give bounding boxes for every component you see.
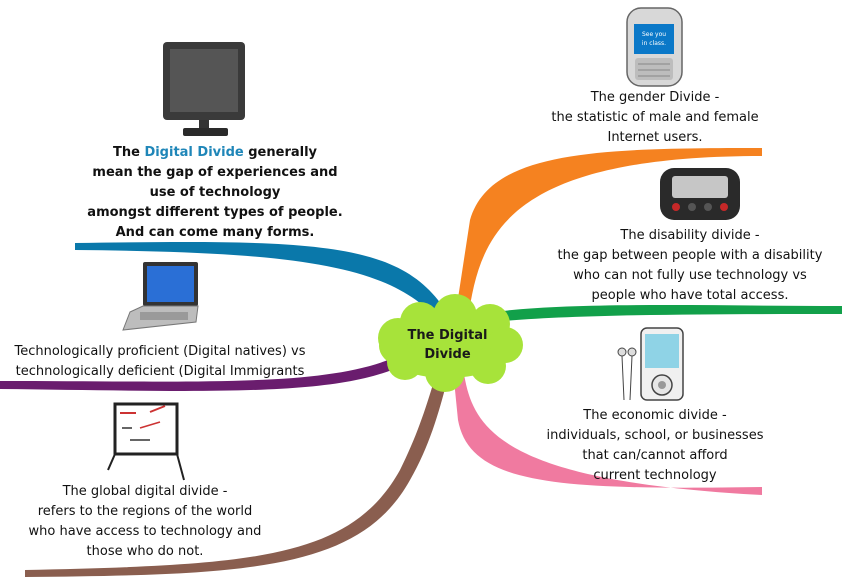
branch-disability bbox=[462, 305, 842, 326]
disability-line3: who can not fully use technology vs bbox=[573, 268, 807, 283]
branch-natives bbox=[0, 355, 405, 391]
central-topic: The Digital Divide bbox=[380, 318, 515, 378]
disability-block: The disability divide - the gap between … bbox=[545, 226, 835, 306]
global-line1: The global digital divide - bbox=[62, 484, 228, 499]
global-line4: those who do not. bbox=[86, 544, 204, 559]
laptop-icon bbox=[122, 262, 199, 331]
center-line2: Divide bbox=[424, 347, 471, 362]
economic-line4: current technology bbox=[593, 468, 717, 483]
definition-highlight: Digital Divide bbox=[144, 145, 244, 160]
center-line1: The Digital bbox=[407, 328, 488, 343]
disability-line2: the gap between people with a disability bbox=[557, 248, 823, 263]
branch-definition bbox=[75, 242, 454, 325]
gender-block: The gender Divide - the statistic of mal… bbox=[520, 88, 790, 148]
natives-block: Technologically proficient (Digital nati… bbox=[0, 342, 320, 382]
monitor-icon bbox=[163, 42, 245, 136]
global-line3: who have access to technology and bbox=[28, 524, 262, 539]
definition-suffix: generally bbox=[243, 145, 318, 160]
mp3-player-icon bbox=[617, 327, 684, 401]
mobile-phone-icon bbox=[626, 7, 683, 87]
whiteboard-icon bbox=[107, 402, 185, 481]
economic-block: The economic divide - individuals, schoo… bbox=[520, 406, 790, 486]
pager-icon bbox=[660, 168, 740, 220]
natives-line2: technologically deficient (Digital Immig… bbox=[15, 364, 305, 379]
economic-line2: individuals, school, or businesses bbox=[546, 428, 764, 443]
definition-line5: And can come many forms. bbox=[115, 225, 315, 240]
gender-line2: the statistic of male and female bbox=[551, 110, 759, 125]
disability-line1: The disability divide - bbox=[620, 228, 760, 243]
global-block: The global digital divide - refers to th… bbox=[0, 482, 290, 562]
definition-line3: use of technology bbox=[149, 185, 281, 200]
definition-line4: amongst different types of people. bbox=[87, 205, 343, 220]
phone-screen-line2: in class. bbox=[642, 40, 666, 47]
definition-prefix: The bbox=[112, 145, 145, 160]
natives-line1: Technologically proficient (Digital nati… bbox=[14, 344, 306, 359]
gender-line3: Internet users. bbox=[607, 130, 703, 145]
definition-block: The Digital Divide generally mean the ga… bbox=[70, 143, 360, 243]
gender-line1: The gender Divide - bbox=[590, 90, 720, 105]
economic-line1: The economic divide - bbox=[583, 408, 727, 423]
branch-gender bbox=[455, 148, 762, 318]
global-line2: refers to the regions of the world bbox=[37, 504, 253, 519]
economic-line3: that can/cannot afford bbox=[582, 448, 728, 463]
center-cloud bbox=[378, 294, 523, 392]
branch-economic bbox=[452, 360, 762, 495]
phone-screen-line1: See you bbox=[642, 31, 666, 38]
disability-line4: people who have total access. bbox=[591, 288, 789, 303]
definition-line1: The Digital Divide generally bbox=[70, 143, 360, 163]
definition-line2: mean the gap of experiences and bbox=[92, 165, 338, 180]
